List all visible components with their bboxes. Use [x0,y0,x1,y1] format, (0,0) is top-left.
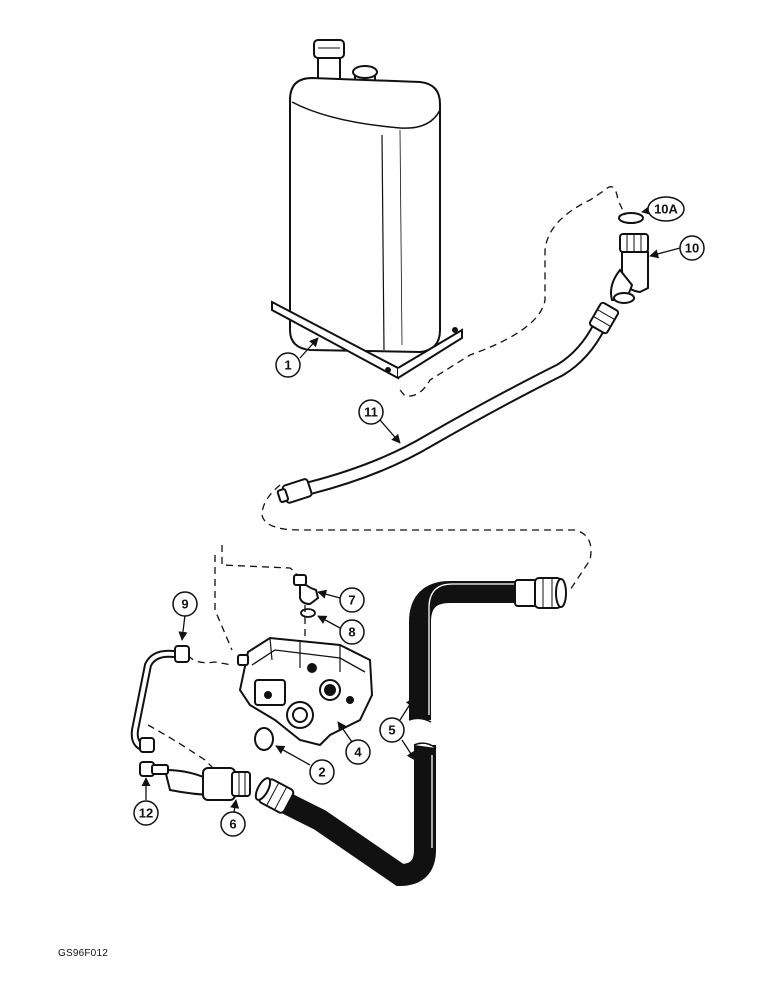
svg-text:8: 8 [348,625,355,640]
hose-end-fitting-upper [514,577,567,609]
svg-text:11: 11 [364,405,378,420]
o-ring-large [254,727,274,751]
callout-1: 1 [275,337,319,378]
svg-text:10: 10 [685,241,699,256]
callout-10a: 10A [641,196,685,222]
callout-7: 7 [317,587,365,613]
svg-text:2: 2 [318,765,325,780]
svg-text:7: 7 [348,593,355,608]
small-adapter-fitting [139,761,169,777]
svg-text:4: 4 [354,745,362,760]
figure-id-label: GS96F012 [58,948,108,959]
elbow-fitting [610,233,649,304]
callout-5: 5 [379,697,416,761]
callout-8: 8 [317,615,365,645]
svg-text:6: 6 [229,817,236,832]
tee-fitting [163,767,251,801]
o-ring [618,212,644,224]
svg-text:9: 9 [181,597,188,612]
svg-text:12: 12 [139,806,153,821]
callout-6: 6 [220,799,246,837]
svg-text:10A: 10A [654,202,678,217]
small-elbow-fitting [293,574,320,606]
svg-text:5: 5 [388,723,395,738]
callout-10: 10 [649,235,705,261]
valve-body [237,636,374,747]
callout-9: 9 [172,591,198,641]
reservoir-tank [271,39,463,380]
small-o-ring [300,608,316,618]
callout-2: 2 [275,745,335,785]
svg-text:1: 1 [284,358,291,373]
tube-assembly [276,301,620,504]
hose-end-fitting-lower [254,777,295,814]
hose-assembly [275,581,525,887]
small-tube [130,645,190,753]
callout-4: 4 [337,721,371,765]
callout-11: 11 [358,399,401,444]
callout-12: 12 [133,777,159,826]
